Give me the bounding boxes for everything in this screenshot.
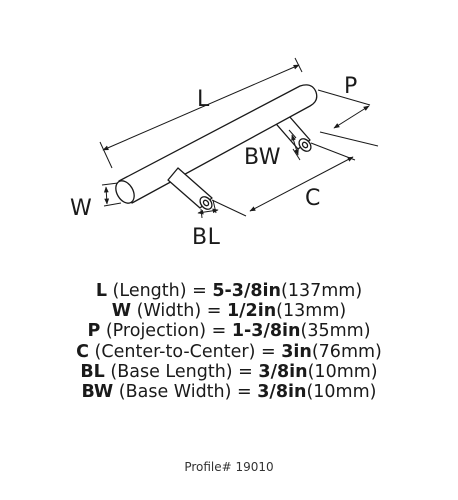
spec-length: L (Length) = 5-3/8in(137mm) [95,281,363,301]
front-post [167,167,213,210]
center-to-center-dimension [211,142,356,217]
spec-base-length: BL (Base Length) = 3/8in(10mm) [80,361,378,382]
spec-center-to-center: C (Center-to-Center) = 3in(76mm) [76,341,382,362]
label-W: W [70,196,93,221]
length-dimension [99,57,303,169]
projection-dimension [317,89,379,147]
base-length-dimension [197,199,219,219]
profile-number: Profile# 19010 [184,460,274,474]
bar-pull-drawing [99,57,379,219]
bar-pull-dimension-diagram: L P BW W C BL [70,57,379,250]
specifications-list: L (Length) = 5-3/8in(137mm) W (Width) = … [0,281,458,402]
main-bar [115,84,318,204]
label-P: P [344,74,358,99]
label-BL: BL [192,225,221,250]
spec-base-width: BW (Base Width) = 3/8in(10mm) [81,382,377,403]
spec-width: W (Width) = 1/2in(13mm) [111,301,347,322]
label-C: C [305,186,321,211]
spec-projection: P (Projection) = 1-3/8in(35mm) [87,321,371,342]
label-L: L [197,87,210,112]
label-BW: BW [244,145,282,170]
width-dimension [101,182,122,207]
